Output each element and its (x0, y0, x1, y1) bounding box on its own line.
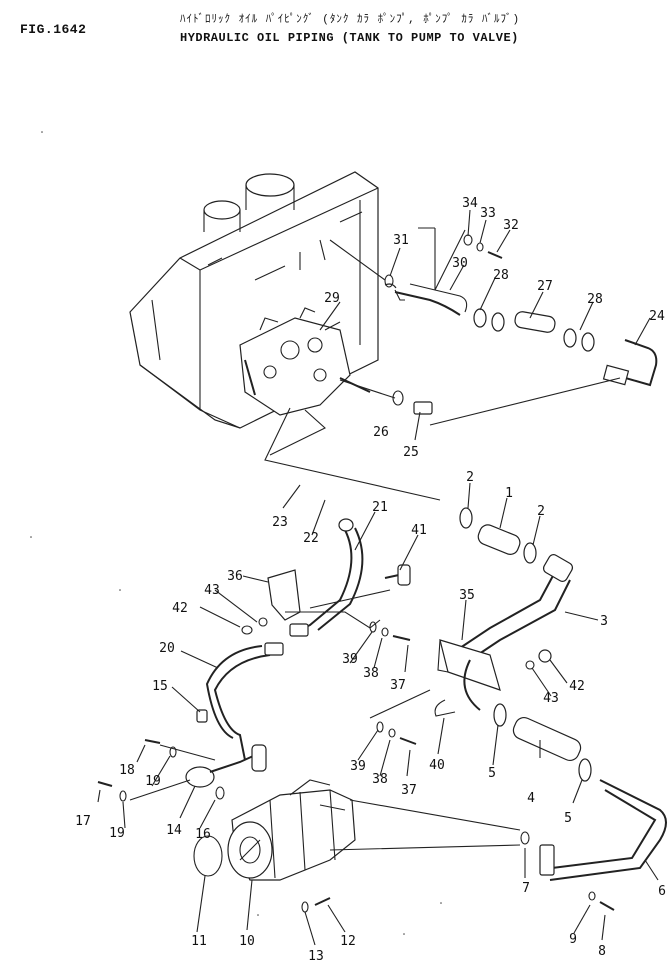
callout-5b: 5 (564, 811, 572, 826)
clamp-36-bolt-41 (241, 564, 411, 635)
callout-40: 40 (429, 758, 445, 773)
callout-7: 7 (522, 881, 530, 896)
scan-specks (30, 131, 442, 935)
callout-16: 16 (195, 827, 211, 842)
callout-15: 15 (152, 679, 168, 694)
callout-28a: 28 (493, 268, 509, 283)
bracket-35 (437, 639, 501, 691)
callout-9: 9 (569, 932, 577, 947)
callout-13: 13 (308, 949, 324, 962)
u-bolt-40 (434, 649, 552, 717)
callout-37a: 37 (390, 678, 406, 693)
callout-29: 29 (324, 291, 340, 306)
callout-22: 22 (303, 531, 319, 546)
callout-28b: 28 (587, 292, 603, 307)
callout-37b: 37 (401, 783, 417, 798)
callout-39b: 39 (350, 759, 366, 774)
callout-23: 23 (272, 515, 288, 530)
pipe-20-21 (205, 518, 364, 761)
callout-26: 26 (373, 425, 389, 440)
callout-14: 14 (166, 823, 182, 838)
bolts-37-39 (369, 621, 431, 745)
callout-41: 41 (411, 523, 427, 538)
callout-10: 10 (239, 934, 255, 949)
callout-2a: 2 (466, 470, 474, 485)
suction-pipe-3 (459, 507, 599, 661)
callout-19a: 19 (145, 774, 161, 789)
callout-20: 20 (159, 641, 175, 656)
callout-39a: 39 (342, 652, 358, 667)
callout-6: 6 (658, 884, 666, 899)
callout-25: 25 (403, 445, 419, 460)
callout-34: 34 (462, 196, 478, 211)
return-pipe-30 (384, 228, 658, 426)
callout-38b: 38 (372, 772, 388, 787)
callout-35: 35 (459, 588, 475, 603)
callout-33: 33 (480, 206, 496, 221)
callout-5a: 5 (488, 766, 496, 781)
callout-4: 4 (527, 791, 535, 806)
callout-12: 12 (340, 934, 356, 949)
callout-43b: 43 (543, 691, 559, 706)
bolts-8-9-12-13 (301, 799, 615, 913)
callout-30: 30 (452, 256, 468, 271)
callout-43a: 43 (204, 583, 220, 598)
callout-24: 24 (649, 309, 665, 324)
callout-1: 1 (505, 486, 513, 501)
hydraulic-pump (193, 779, 356, 881)
callout-27: 27 (537, 279, 553, 294)
callout-32: 32 (503, 218, 519, 233)
callout-11: 11 (191, 934, 207, 949)
hose-4 (463, 659, 667, 881)
callout-19b: 19 (109, 826, 125, 841)
callout-42b: 42 (569, 679, 585, 694)
callout-leaders (97, 209, 659, 946)
callout-17: 17 (75, 814, 91, 829)
callout-21: 21 (372, 500, 388, 515)
callout-labels: 1 2 2 3 4 5 5 6 7 8 9 10 11 12 13 14 15 … (75, 196, 666, 962)
callout-38a: 38 (363, 666, 379, 681)
callout-31: 31 (393, 233, 409, 248)
callout-3: 3 (600, 614, 608, 629)
title-english: HYDRAULIC OIL PIPING (TANK TO PUMP TO VA… (180, 31, 519, 45)
fitting-25-26 (339, 379, 433, 415)
callout-18: 18 (119, 763, 135, 778)
elbow-14 (97, 709, 267, 802)
callout-36: 36 (227, 569, 243, 584)
title-kana: ﾊｲﾄﾞﾛﾘｯｸ ｵｲﾙ ﾊﾟｲﾋﾟﾝｸﾞ (ﾀﾝｸ ｶﾗ ﾎﾟﾝﾌﾟ, ﾎﾟﾝ… (180, 14, 521, 26)
figure-number: FIG.1642 (20, 22, 87, 37)
callout-8: 8 (598, 944, 606, 959)
callout-2b: 2 (537, 504, 545, 519)
bolt-group-32-34 (329, 227, 503, 288)
callout-42a: 42 (172, 601, 188, 616)
